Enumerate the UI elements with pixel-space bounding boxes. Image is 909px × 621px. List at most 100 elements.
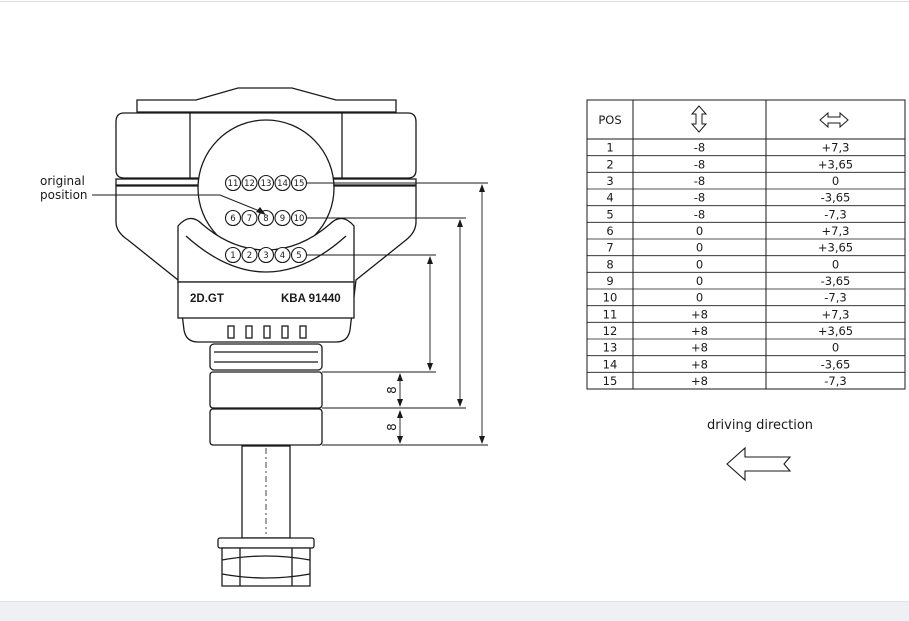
dimension-label: 8 bbox=[385, 386, 399, 394]
hole-label: 5 bbox=[296, 251, 301, 261]
table-row: 8 0 0 bbox=[606, 257, 839, 271]
table-cell-pos: 2 bbox=[606, 157, 613, 171]
table-row: 4 -8 -3,65 bbox=[606, 191, 850, 205]
table-cell-pos: 11 bbox=[603, 307, 618, 321]
table-cell-horizontal: 0 bbox=[832, 257, 839, 271]
hole-label: 3 bbox=[263, 251, 268, 261]
table-row: 11 +8 +7,3 bbox=[603, 307, 850, 321]
table-row: 15 +8 -7,3 bbox=[603, 374, 847, 388]
hole-label: 11 bbox=[228, 179, 239, 189]
part-number-label: KBA 91440 bbox=[281, 293, 341, 305]
table-row: 12 +8 +3,65 bbox=[603, 324, 853, 338]
table-cell-pos: 5 bbox=[606, 207, 613, 221]
table-cell-pos: 13 bbox=[603, 341, 618, 355]
table-cell-horizontal: +7,3 bbox=[822, 307, 850, 321]
table-cell-horizontal: +7,3 bbox=[822, 141, 850, 155]
table-row: 14 +8 -3,65 bbox=[603, 357, 851, 371]
table-cell-vertical: +8 bbox=[691, 307, 708, 321]
table-cell-horizontal: -7,3 bbox=[824, 207, 846, 221]
table-header-pos: POS bbox=[598, 113, 621, 127]
table-cell-horizontal: 0 bbox=[832, 341, 839, 355]
table-cell-pos: 9 bbox=[606, 274, 613, 288]
hole-label: 2 bbox=[247, 251, 252, 261]
table-cell-pos: 14 bbox=[603, 357, 618, 371]
table-cell-vertical: +8 bbox=[691, 324, 708, 338]
table-cell-pos: 8 bbox=[606, 257, 613, 271]
spacer-upper bbox=[209, 371, 323, 409]
device-assembly bbox=[115, 87, 417, 587]
table-row: 9 0 -3,65 bbox=[606, 274, 850, 288]
connector-teeth bbox=[227, 325, 307, 339]
table-cell-vertical: -8 bbox=[694, 191, 705, 205]
table-cell-horizontal: -7,3 bbox=[824, 291, 846, 305]
table-cell-vertical: -8 bbox=[694, 207, 705, 221]
hole-label: 1 bbox=[230, 251, 235, 261]
hole-label: 8 bbox=[263, 214, 268, 224]
hole-row-top bbox=[224, 174, 308, 192]
horizontal-double-arrow-icon bbox=[819, 111, 849, 129]
table-cell-pos: 12 bbox=[603, 324, 618, 338]
table-cell-horizontal: -3,65 bbox=[821, 357, 851, 371]
table-row: 6 0 +7,3 bbox=[606, 224, 849, 238]
spacer-lower bbox=[209, 408, 323, 446]
callout-line2: position bbox=[40, 188, 88, 202]
table-cell-pos: 4 bbox=[606, 191, 613, 205]
top-divider bbox=[0, 1, 909, 2]
hole-row-bottom bbox=[224, 246, 308, 264]
footer-bar bbox=[0, 601, 909, 621]
left-arrow-icon bbox=[726, 446, 792, 482]
table-cell-horizontal: +3,65 bbox=[818, 324, 853, 338]
table-cell-vertical: +8 bbox=[691, 374, 708, 388]
hex-nut bbox=[221, 547, 311, 587]
lock-ring bbox=[209, 343, 323, 371]
hole-row-middle bbox=[224, 209, 308, 227]
table-cell-vertical: -8 bbox=[694, 157, 705, 171]
table-cell-horizontal: +3,65 bbox=[818, 241, 853, 255]
table-cell-horizontal: 0 bbox=[832, 174, 839, 188]
clamp-cap bbox=[136, 87, 397, 113]
hole-label: 4 bbox=[280, 251, 285, 261]
table-cell-horizontal: +3,65 bbox=[818, 157, 853, 171]
table-cell-pos: 10 bbox=[603, 291, 618, 305]
callout-line1: original bbox=[40, 174, 85, 188]
table-cell-vertical: 0 bbox=[696, 224, 703, 238]
vertical-double-arrow-icon bbox=[690, 105, 708, 133]
table-cell-horizontal: -3,65 bbox=[821, 274, 851, 288]
table-cell-horizontal: -3,65 bbox=[821, 191, 851, 205]
table-cell-vertical: 0 bbox=[696, 274, 703, 288]
table-cell-pos: 6 bbox=[606, 224, 613, 238]
table-row: 13 +8 0 bbox=[603, 341, 839, 355]
model-label: 2D.GT bbox=[190, 293, 224, 305]
table-cell-vertical: -8 bbox=[694, 174, 705, 188]
hole-label: 9 bbox=[280, 214, 285, 224]
hole-label: 15 bbox=[294, 179, 305, 189]
table-cell-vertical: +8 bbox=[691, 357, 708, 371]
washer bbox=[217, 537, 315, 549]
table-cell-horizontal: -7,3 bbox=[824, 374, 846, 388]
hole-label: 14 bbox=[277, 179, 288, 189]
hole-label: 12 bbox=[244, 179, 255, 189]
table-cell-vertical: 0 bbox=[696, 257, 703, 271]
driving-direction-label: driving direction bbox=[707, 418, 813, 433]
table-row: 1 -8 +7,3 bbox=[606, 141, 849, 155]
hole-label: 10 bbox=[294, 214, 305, 224]
table-cell-horizontal: +7,3 bbox=[822, 224, 850, 238]
table-cell-pos: 15 bbox=[603, 374, 618, 388]
table-cell-pos: 1 bbox=[606, 141, 613, 155]
table-cell-vertical: 0 bbox=[696, 241, 703, 255]
hole-label: 6 bbox=[230, 214, 235, 224]
table-row: 2 -8 +3,65 bbox=[606, 157, 853, 171]
table-cell-vertical: -8 bbox=[694, 141, 705, 155]
table-cell-vertical: +8 bbox=[691, 341, 708, 355]
label-plate bbox=[177, 281, 355, 319]
table-row: 5 -8 -7,3 bbox=[606, 207, 846, 221]
dimension-lines bbox=[307, 182, 488, 446]
dimension-arrowheads bbox=[397, 184, 485, 444]
hole-label: 7 bbox=[247, 214, 252, 224]
original-position-callout: original position bbox=[40, 174, 266, 215]
